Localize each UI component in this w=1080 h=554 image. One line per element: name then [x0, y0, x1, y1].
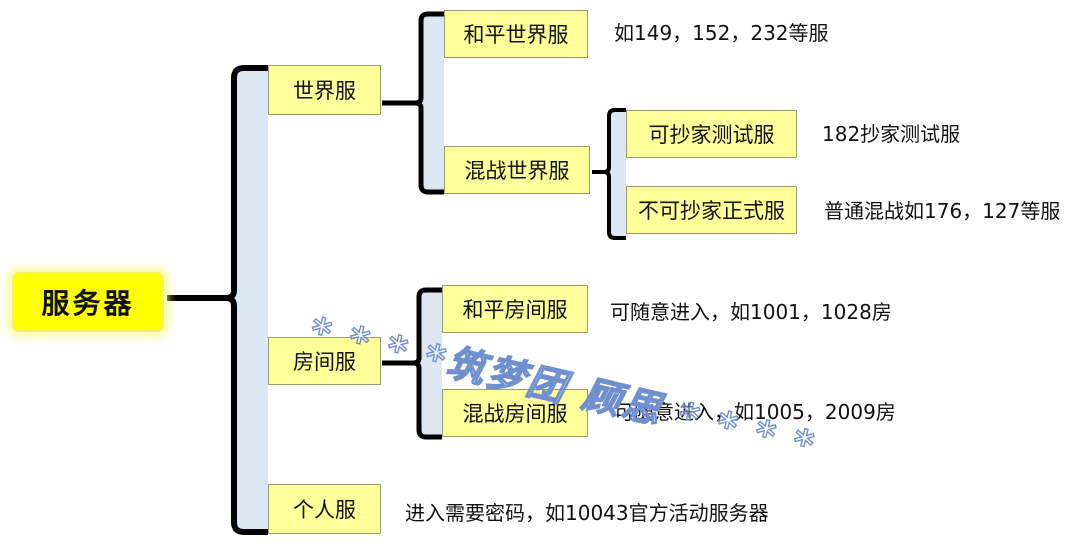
room-bracket	[382, 287, 442, 440]
node-room-server: 房间服	[268, 337, 381, 385]
node-peace-world-server: 和平世界服	[444, 10, 588, 58]
node-mixed-world-server: 混战世界服	[444, 146, 590, 194]
node-personal-server: 个人服	[268, 484, 381, 534]
note-peace-room: 可随意进入，如1001，1028房	[610, 300, 892, 324]
world-bracket	[382, 11, 444, 195]
note-mixed-room: 可随意进入，如1005，2009房	[614, 400, 896, 424]
note-non-copyable: 普通混战如176，127等服	[824, 199, 1061, 223]
note-personal: 进入需要密码，如10043官方活动服务器	[405, 501, 769, 525]
mixed-world-bracket-fill	[608, 110, 626, 238]
room-bracket-fill	[418, 290, 442, 437]
node-non-copyable-server: 不可抄家正式服	[626, 186, 797, 234]
mixed-world-bracket	[592, 108, 626, 240]
note-copyable-test: 182抄家测试服	[822, 122, 961, 146]
node-mixed-room-server: 混战房间服	[442, 389, 588, 437]
main-bracket	[166, 65, 268, 535]
node-world-server: 世界服	[268, 65, 381, 115]
root-node-server: 服务器	[12, 272, 164, 332]
main-bracket-fill	[233, 68, 268, 532]
world-bracket-fill	[420, 14, 444, 192]
node-copyable-test-server: 可抄家测试服	[626, 110, 797, 158]
node-peace-room-server: 和平房间服	[442, 285, 588, 333]
note-peace-world: 如149，152，232等服	[614, 21, 829, 45]
